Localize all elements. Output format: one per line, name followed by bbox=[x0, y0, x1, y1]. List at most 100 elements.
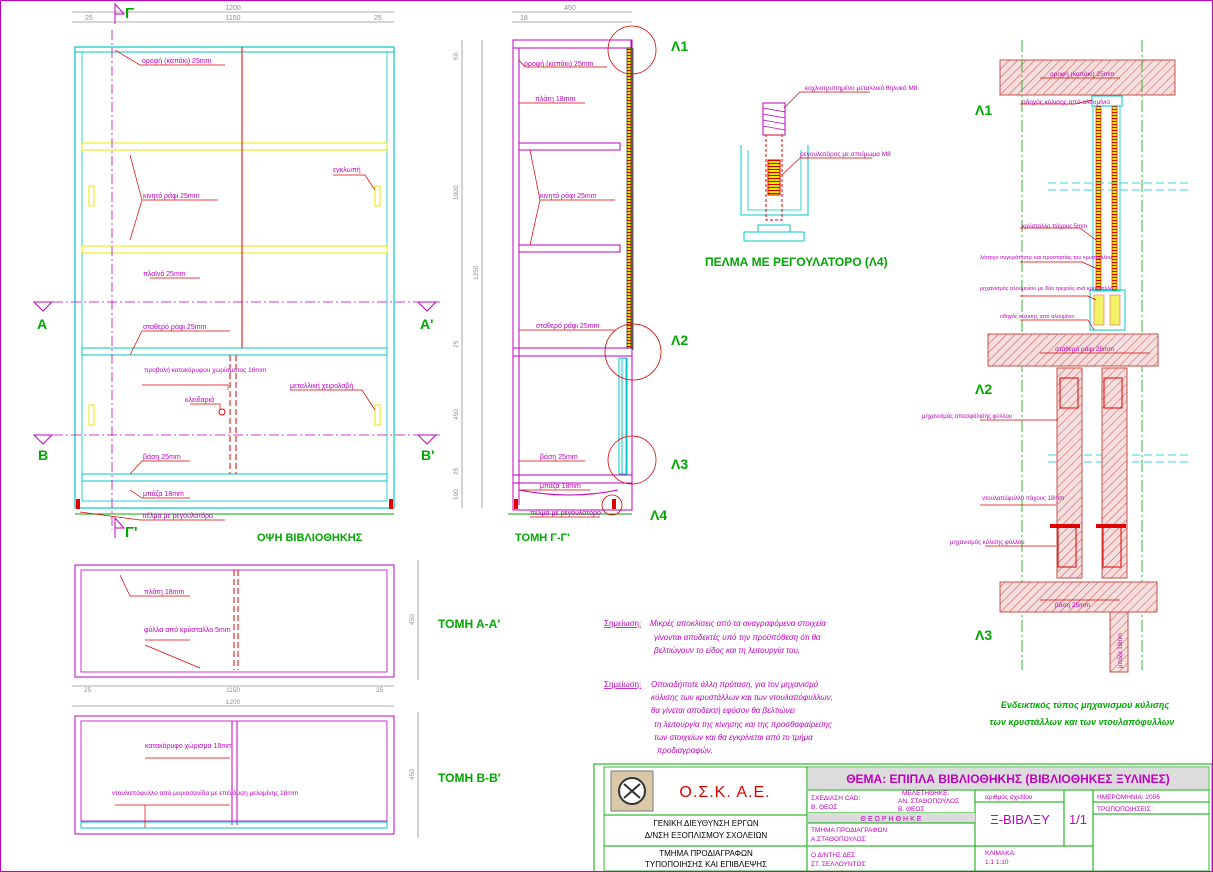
right-label-glass: κρύσταλλο πάχους 5mm bbox=[1022, 223, 1087, 230]
front-marker-b-right: B' bbox=[421, 447, 434, 463]
aa-dim-2: 25 bbox=[376, 687, 384, 694]
tb-cad-name: Β. ΘΕΟΣ bbox=[811, 804, 837, 811]
aa-dim-3: 450 bbox=[409, 614, 416, 625]
tb-org: Ο.Σ.Κ. Α.Ε. bbox=[679, 784, 770, 801]
front-dim-top: 1200 bbox=[225, 5, 241, 12]
aa-label-back: πλάτη 18mm bbox=[144, 588, 184, 596]
note-2-line-0: Οποιαδήποτε άλλη πρόταση, για τον μηχανι… bbox=[651, 680, 819, 689]
gg-label-fix-shelf: σταθερό ράφι 25mm bbox=[536, 322, 600, 330]
right-label-mech-alu: μηχανισμός αλουμινίου με δύο τρεχούς ανά… bbox=[980, 285, 1113, 292]
tb-sheet-code: Ξ-ΒΙΒΛΞΥ bbox=[990, 812, 1050, 827]
tb-scale-label: ΚΛΙΜΑΚΑ: bbox=[985, 850, 1016, 857]
gg-label-back: πλάτη 18mm bbox=[535, 95, 575, 103]
gg-dim-v-4: 450 bbox=[453, 409, 460, 420]
osk-logo bbox=[610, 770, 654, 812]
note-2-line-2: θα γίνεται αποδεκτή εφόσον θα βελτιώνει bbox=[651, 706, 795, 715]
aa-dim-0: 25 bbox=[84, 687, 92, 694]
right-callout-l1: Λ1 bbox=[975, 102, 992, 118]
front-label-roof: οροφή (καπάκι) 25mm bbox=[142, 57, 212, 65]
tb-study-name-1: ΑΝ. ΣΤΑΘΟΠΟΥΛΟΣ bbox=[898, 798, 959, 805]
bb-dim-0: 1200 bbox=[226, 699, 241, 706]
gg-label-shelf: κινητό ράφι 25mm bbox=[540, 192, 597, 200]
tb-dept-2: Α.ΣΤΑΘΟΠΟΥΛΟΣ bbox=[811, 836, 866, 843]
gg-callout-l2: Λ2 bbox=[671, 332, 688, 348]
gg-label-plinth: μπάζα 18mm bbox=[540, 482, 581, 490]
right-label-rubber: λάστιχο συγκράτησης και προστασίας του κ… bbox=[980, 254, 1112, 261]
bb-label-door: ντουλαπόφυλλο από μοριοσανίδα με επένδυσ… bbox=[112, 789, 298, 797]
front-label-lock: κλειδαριά bbox=[185, 396, 214, 404]
section-aa-title: ΤΟΜΗ Α-Α' bbox=[438, 617, 500, 631]
right-label-mech-stop: μηχανισμός αποσφάλισης φύλλου bbox=[922, 413, 1012, 420]
front-label-plinth: μπάζα 18mm bbox=[143, 490, 184, 498]
right-label-guide-top-1: οδηγός κύλισης από αλουμίνιο bbox=[1022, 98, 1110, 106]
gg-label-base: βάση 25mm bbox=[540, 453, 578, 461]
gg-dim-top-l: 18 bbox=[520, 15, 528, 22]
note-1-line-1: γίνονται αποδεκτές υπό την προϋπόθεση ότ… bbox=[654, 633, 821, 642]
tb-org-sub-3: ΤΜΗΜΑ ΠΡΟΔΙΑΓΡΑΦΩΝ bbox=[659, 849, 753, 858]
right-caption-1: Ενδεικτικός τύπος μηχανισμού κύλισης bbox=[1001, 700, 1170, 710]
section-gg-title: ΤΟΜΗ Γ-Γ' bbox=[515, 532, 570, 544]
front-marker-bottom: Γ' bbox=[125, 524, 138, 541]
right-label-plinth: μπάζα 18mm bbox=[1117, 633, 1124, 668]
gg-dim-v-1: 1000 bbox=[453, 185, 460, 200]
front-label-foot: πέλμα με ρεγουλατόρο bbox=[142, 512, 213, 520]
gg-dim-top: 450 bbox=[564, 5, 576, 12]
tb-cad-label: ΣΧΕΔΙΑΣΗ CAD: bbox=[811, 795, 860, 802]
front-marker-b-left: B bbox=[38, 447, 48, 463]
note-2-line-4: των στοιχείων και θα εγκρίνεται από το τ… bbox=[654, 733, 813, 742]
tb-dir-2: ΣΤ. ΣΕΛΛΟΥΝΤΟΣ bbox=[811, 861, 866, 868]
right-label-mech-slide: μηχανισμός κύλισης φύλλου bbox=[950, 539, 1025, 546]
front-marker-a-right: A' bbox=[420, 316, 433, 332]
right-label-roof: οροφή (καπάκι) 25mm bbox=[1050, 70, 1115, 78]
tb-date-label: ΗΜΕΡΟΜΗΝΙΑ: 2006 bbox=[1097, 794, 1160, 801]
note-1-label: Σημείωση: bbox=[604, 619, 641, 628]
front-label-metal-handle: μεταλλική χειρολαβή bbox=[290, 383, 353, 390]
note-1-line-2: βελτιώνουν το είδος και τη λειτουργία το… bbox=[653, 646, 800, 655]
aa-label-glass: φύλλα από κρύσταλλο 5mm bbox=[144, 626, 231, 634]
gg-label-foot: πέλμα με ρεγουλατόρο bbox=[530, 509, 601, 517]
tb-study-label: ΜΕΛΕΤΗΘΗΚΕ: bbox=[902, 790, 950, 797]
front-view-title: ΟΨΗ ΒΙΒΛΙΟΘΗΚΗΣ bbox=[257, 532, 363, 544]
right-label-fix-shelf: σταθερό ράφι 25mm bbox=[1055, 345, 1114, 353]
tb-scale-value: 1:1 1:10 bbox=[985, 859, 1009, 866]
tb-checked: ΘΕΩΡΗΘΗΚΕ bbox=[861, 816, 924, 823]
tb-study-name-2: Β. ΘΕΟΣ bbox=[898, 806, 924, 813]
right-callout-l2: Λ2 bbox=[975, 381, 992, 397]
gg-callout-l3: Λ3 bbox=[671, 456, 688, 472]
tb-subject: ΘΕΜΑ: ΕΠΙΠΛΑ ΒΙΒΛΙΟΘΗΚΗΣ (ΒΙΒΛΙΟΘΗΚΕΣ ΞΥ… bbox=[846, 772, 1170, 786]
front-dim-top-inner: 1150 bbox=[225, 15, 240, 22]
note-2-label: Σημείωση: bbox=[604, 680, 641, 689]
title-block: Ο.Σ.Κ. Α.Ε. ΓΕΝΙΚΗ ΔΙΕΥΘΥΝΣΗ ΕΡΓΩΝ Δ/ΝΣΗ… bbox=[593, 763, 1213, 872]
tb-dept-1: ΤΜΗΜΑ ΠΡΟΔΙΑΓΡΑΦΩΝ bbox=[811, 827, 887, 834]
notes: Σημείωση: Μικρές αποκλίσεις από τα αναγρ… bbox=[604, 619, 833, 755]
front-marker-top: Γ bbox=[125, 5, 134, 22]
tb-sheet-num: 1/1 bbox=[1069, 812, 1087, 827]
front-marker-a-left: A bbox=[37, 316, 47, 332]
detail-foot: κοχλιοτρυπημένο μεταλλικό θηλυκό M8 ρεγο… bbox=[705, 84, 918, 269]
tb-rev-label: ΤΡΟΠΟΠΟΙΗΣΕΙΣ : bbox=[1097, 806, 1154, 813]
front-label-side: πλαϊνό 25mm bbox=[143, 270, 186, 278]
gg-dim-v-2: 1250 bbox=[473, 265, 480, 280]
right-label-guide-bottom: οδηγός κύλισης από αλουμίνιο bbox=[1000, 313, 1074, 320]
bb-label-vertical: κατακόρυφο χώρισμα 18mm bbox=[145, 742, 233, 750]
section-gg: 450 18 50 1000 1250 25 450 25 100 bbox=[453, 5, 688, 544]
right-caption-2: των κρυστάλλων και των ντουλαπόφυλλων bbox=[990, 717, 1175, 727]
note-2-line-1: κύλισης των κρυστάλλων και των ντουλαπόφ… bbox=[651, 693, 833, 702]
front-label-base: βάση 25mm bbox=[143, 453, 181, 461]
right-label-base: βάση 25mm bbox=[1055, 601, 1090, 609]
right-label-door: ντουλαπόφυλλο πάχους 18mm bbox=[982, 495, 1064, 502]
note-1-line-0: Μικρές αποκλίσεις από τα αναγραφόμενα στ… bbox=[650, 619, 826, 628]
gg-dim-v-3: 25 bbox=[453, 340, 460, 348]
tb-sheet-label: αριθμός σχεδίου bbox=[985, 793, 1033, 801]
tb-dir-1: Ο Δ/ΝΤΗΣ ΔΕΣ bbox=[811, 852, 855, 859]
gg-dim-v-5: 25 bbox=[453, 467, 460, 475]
front-label-shelf: κινητό ράφι 25mm bbox=[143, 192, 200, 200]
gg-callout-l4: Λ4 bbox=[650, 507, 667, 523]
front-label-fix-shelf: σταθερό ράφι 25mm bbox=[143, 323, 207, 331]
gg-dim-v-6: 100 bbox=[453, 489, 460, 500]
section-bb: 1200 450 κατακόρυφο χώρισμα 18mm ντουλαπ… bbox=[72, 699, 501, 838]
front-dim-top-l: 25 bbox=[85, 15, 93, 22]
section-bb-title: ΤΟΜΗ Β-Β' bbox=[438, 771, 501, 785]
